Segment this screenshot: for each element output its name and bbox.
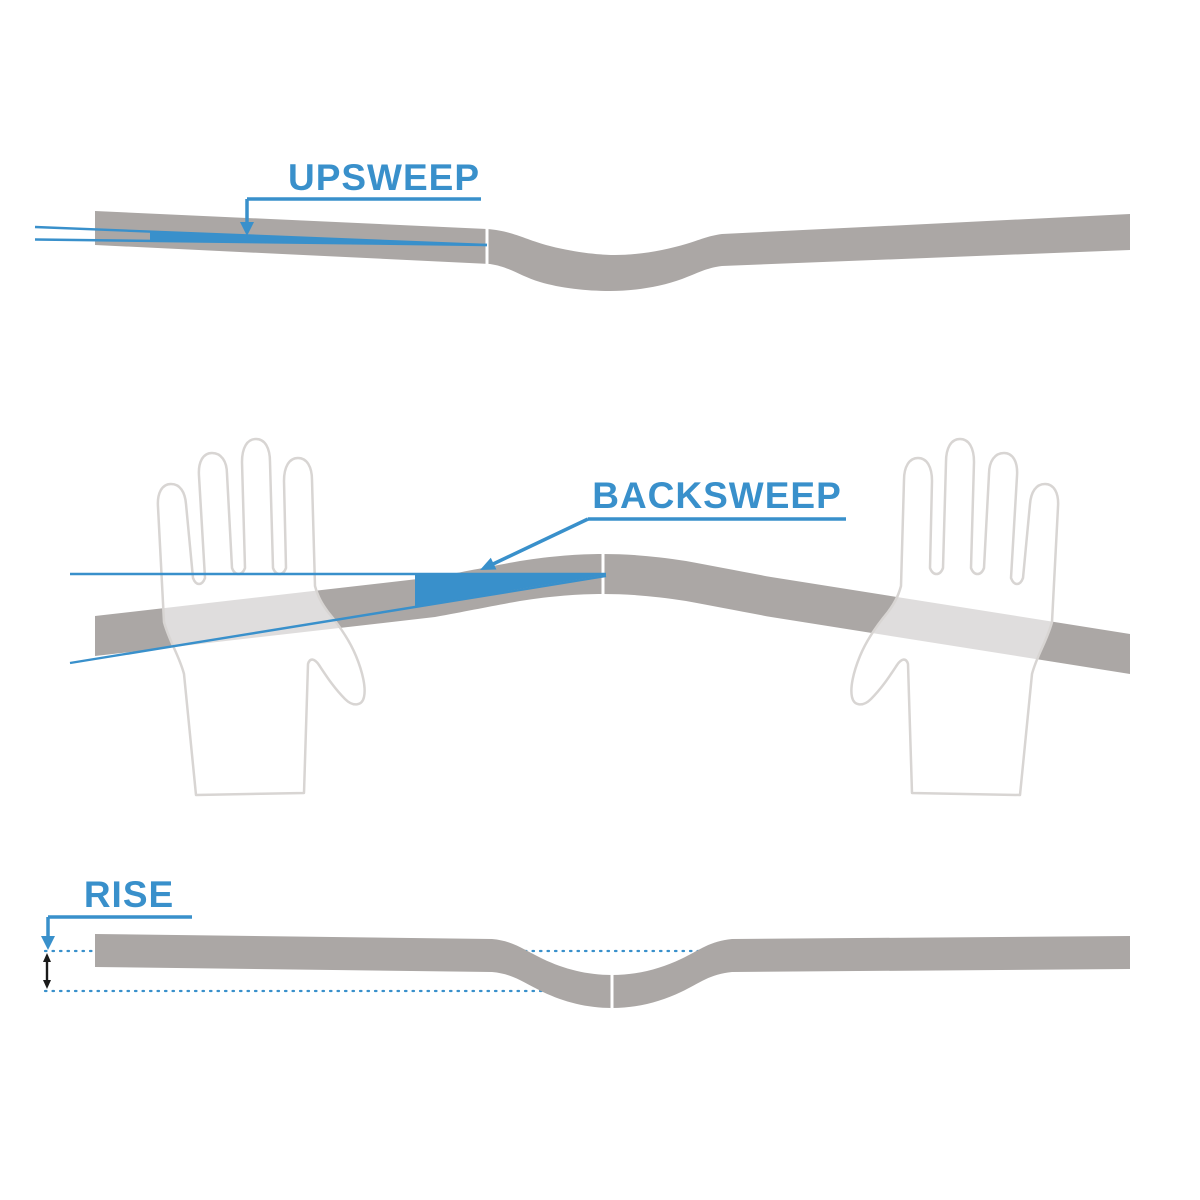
upsweep-angle-wedge [150, 231, 487, 245]
rise-figure: RISE [41, 874, 1134, 1010]
rise-pointer-arrowhead-icon [41, 936, 55, 950]
backsweep-pointer-line [490, 517, 589, 567]
rise-measure-up-arrowhead-icon [43, 953, 51, 962]
left-hand-outline [156, 437, 366, 797]
right-hand-outline [850, 437, 1060, 797]
backsweep-axis-line [69, 574, 607, 665]
backsweep-label: BACKSWEEP [592, 475, 842, 516]
upsweep-figure: UPSWEEP [34, 157, 1130, 291]
rise-label: RISE [84, 874, 174, 915]
handlebar-front-view [95, 211, 1130, 291]
backsweep-figure: BACKSWEEP [69, 437, 1130, 797]
upsweep-label: UPSWEEP [288, 157, 480, 198]
rise-measure-down-arrowhead-icon [43, 980, 51, 989]
handlebar-front-view-rise [95, 934, 1130, 1008]
backsweep-angle-wedge [415, 575, 606, 606]
upsweep-pointer-arrowhead-icon [240, 222, 254, 236]
backsweep-pointer-arrowhead-icon [480, 557, 497, 570]
